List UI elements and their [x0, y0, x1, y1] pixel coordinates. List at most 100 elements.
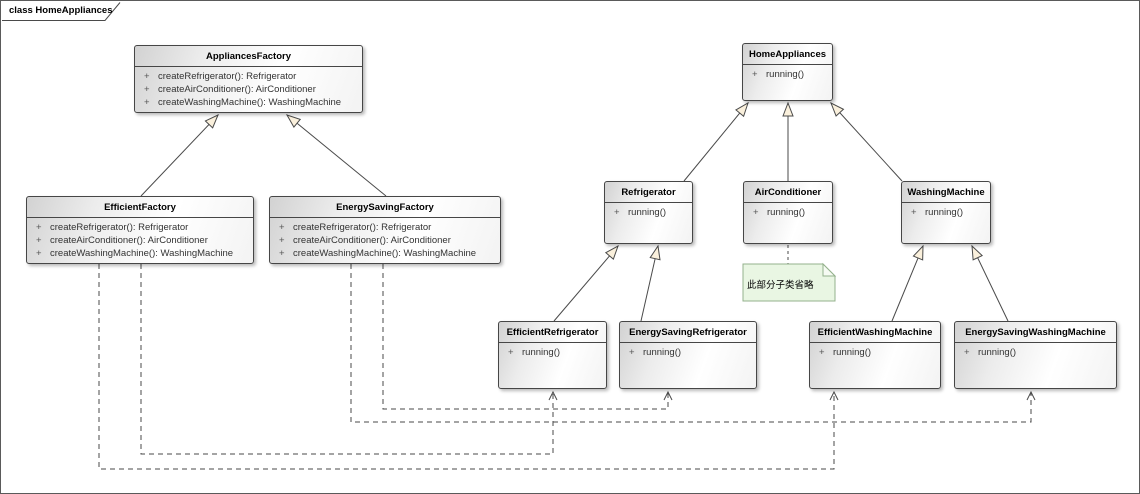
method-row: + running() — [744, 206, 832, 219]
visibility-marker: + — [36, 235, 42, 246]
method-row: +createRefrigerator(): Refrigerator — [135, 70, 362, 83]
visibility-marker: + — [36, 248, 42, 259]
class-methods: + createRefrigerator(): Refrigerator + cre… — [27, 218, 253, 260]
visibility-marker: + — [279, 235, 285, 246]
method-signature: createRefrigerator(): Refrigerator — [50, 222, 189, 233]
inheritance-efficientrefrigerator-refrigerator[interactable] — [553, 244, 619, 322]
method-signature: running() — [767, 207, 806, 218]
method-row: + createWashingMachine(): WashingMachine — [27, 247, 253, 260]
diagram-tab-title: class HomeAppliances — [9, 5, 113, 16]
class-methods: + running() — [744, 203, 832, 219]
class-title: EnergySavingRefrigerator — [620, 322, 756, 343]
class-methods: + running() — [620, 343, 756, 359]
method-signature: createWashingMachine(): WashingMachine — [293, 248, 477, 259]
class-title: WashingMachine — [902, 182, 990, 203]
inheritance-energysavingfactory-appliancesfactory[interactable] — [285, 114, 387, 197]
method-row: + createAirConditioner(): AirConditioner — [135, 83, 362, 96]
class-energy-saving-refrigerator[interactable]: EnergySavingRefrigerator + running() — [619, 321, 757, 389]
dependency-energysavingfactory-energysavingwashingmachine[interactable] — [350, 264, 1036, 423]
inheritance-efficientfactory-appliancesfactory[interactable] — [140, 113, 219, 197]
method-signature: createAirConditioner(): AirConditioner — [158, 84, 316, 95]
method-signature: running() — [978, 347, 1017, 358]
class-title: HomeAppliances — [743, 44, 832, 65]
inheritance-washingmachine-homeappliances[interactable] — [830, 101, 903, 182]
method-signature: createAirConditioner(): AirConditioner — [293, 235, 451, 246]
method-row: + createWashingMachine(): WashingMachine — [135, 96, 362, 109]
method-row: + running() — [955, 346, 1116, 359]
class-title: Refrigerator — [605, 182, 692, 203]
diagram-frame-tab — [2, 2, 121, 21]
class-efficient-refrigerator[interactable]: EfficientRefrigerator + running() — [498, 321, 607, 389]
method-signature: running() — [833, 347, 872, 358]
method-row: + running() — [620, 346, 756, 359]
note-shape[interactable] — [742, 262, 837, 302]
class-title: AirConditioner — [744, 182, 832, 203]
method-row: + running() — [499, 346, 606, 359]
method-row: + createRefrigerator(): Refrigerator — [27, 221, 253, 234]
visibility-marker: + — [629, 347, 635, 358]
inheritance-efficientwashingmachine-washingmachine[interactable] — [891, 244, 924, 322]
visibility-marker: + — [753, 207, 759, 218]
method-row: + createRefrigerator(): Refrigerator — [270, 221, 500, 234]
visibility-marker: + — [144, 97, 150, 108]
visibility-marker: + — [144, 84, 150, 95]
class-appliances-factory[interactable]: AppliancesFactory +createRefrigerator():… — [134, 45, 363, 113]
method-signature: createRefrigerator(): Refrigerator — [293, 222, 432, 233]
inheritance-energysavingwashingmachine-washingmachine[interactable] — [971, 244, 1009, 322]
visibility-marker: + — [964, 347, 970, 358]
class-air-conditioner[interactable]: AirConditioner + running() — [743, 181, 833, 244]
method-signature: createRefrigerator(): Refrigerator — [158, 71, 297, 82]
class-methods: + running() — [499, 343, 606, 359]
dependency-energysavingfactory-energysavingrefrigerator[interactable] — [382, 264, 673, 410]
method-signature: running() — [766, 69, 805, 80]
visibility-marker: + — [911, 207, 917, 218]
inheritance-refrigerator-homeappliances[interactable] — [683, 101, 749, 182]
visibility-marker: + — [36, 222, 42, 233]
method-signature: running() — [925, 207, 964, 218]
class-efficient-factory[interactable]: EfficientFactory + createRefrigerator(): … — [26, 196, 254, 264]
visibility-marker: + — [752, 69, 758, 80]
dependency-efficientfactory-efficientwashingmachine[interactable] — [98, 264, 839, 470]
visibility-marker: + — [279, 248, 285, 259]
class-energy-saving-factory[interactable]: EnergySavingFactory + createRefrigerator(… — [269, 196, 501, 264]
class-efficient-washing-machine[interactable]: EfficientWashingMachine + running() — [809, 321, 941, 389]
inheritance-energysavingrefrigerator-refrigerator[interactable] — [640, 244, 661, 322]
method-row: + running() — [902, 206, 990, 219]
method-signature: running() — [522, 347, 561, 358]
class-methods: + running() — [902, 203, 990, 219]
class-methods: + running() — [955, 343, 1116, 359]
method-signature: createWashingMachine(): WashingMachine — [158, 97, 342, 108]
visibility-marker: + — [508, 347, 514, 358]
method-row: + running() — [743, 68, 832, 81]
class-methods: +createRefrigerator(): Refrigerator +cre… — [135, 67, 362, 109]
method-row: + running() — [810, 346, 940, 359]
class-methods: + createRefrigerator(): Refrigerator + cre… — [270, 218, 500, 260]
visibility-marker: + — [614, 207, 620, 218]
method-row: + createAirConditioner(): AirConditioner — [270, 234, 500, 247]
method-signature: createAirConditioner(): AirConditioner — [50, 235, 208, 246]
class-home-appliances[interactable]: HomeAppliances + running() — [742, 43, 833, 101]
class-title: AppliancesFactory — [135, 46, 362, 67]
class-washing-machine[interactable]: WashingMachine + running() — [901, 181, 991, 244]
method-signature: createWashingMachine(): WashingMachine — [50, 248, 234, 259]
class-methods: + running() — [743, 65, 832, 81]
method-signature: running() — [628, 207, 667, 218]
visibility-marker: + — [819, 347, 825, 358]
note-fold-icon — [822, 262, 837, 277]
class-title: EfficientFactory — [27, 197, 253, 218]
class-methods: + running() — [810, 343, 940, 359]
class-energy-saving-washing-machine[interactable]: EnergySavingWashingMachine + running() — [954, 321, 1117, 389]
dependency-efficientfactory-efficientrefrigerator[interactable] — [140, 264, 558, 455]
class-title: EfficientWashingMachine — [810, 322, 940, 343]
class-refrigerator[interactable]: Refrigerator + running() — [604, 181, 693, 244]
visibility-marker: + — [279, 222, 285, 233]
class-title: EfficientRefrigerator — [499, 322, 606, 343]
method-row: + running() — [605, 206, 692, 219]
class-title: EnergySavingWashingMachine — [955, 322, 1116, 343]
method-row: + createAirConditioner(): AirConditioner — [27, 234, 253, 247]
method-signature: running() — [643, 347, 682, 358]
note-text: 此部分子类省略 — [747, 280, 814, 291]
class-title: EnergySavingFactory — [270, 197, 500, 218]
